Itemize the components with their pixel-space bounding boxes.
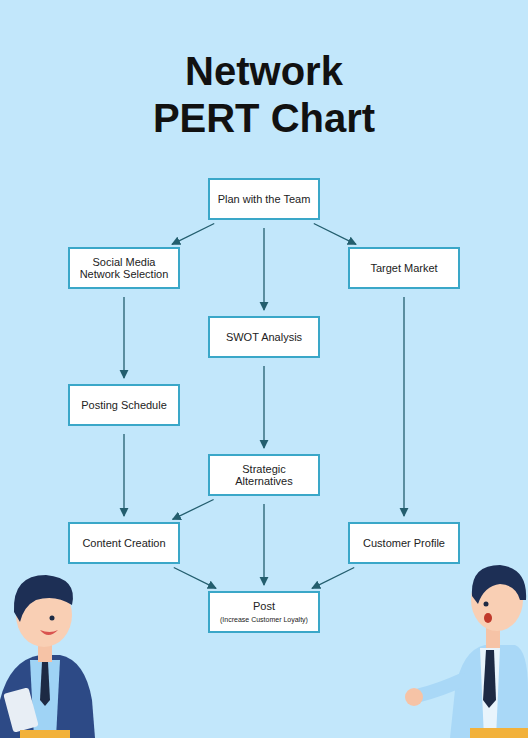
box-label: Strategic Alternatives xyxy=(215,463,313,487)
process-box: Target Market xyxy=(348,247,460,289)
box-label: Post xyxy=(253,600,275,612)
box-label: Content Creation xyxy=(82,537,165,549)
arrow-connector xyxy=(263,504,264,585)
process-box: Posting Schedule xyxy=(68,384,180,426)
arrow-connector xyxy=(172,224,214,245)
process-box: Post (Increase Customer Loyalty) xyxy=(208,591,320,633)
arrow-connector xyxy=(123,297,124,378)
process-box: Strategic Alternatives xyxy=(208,454,320,496)
box-label: Social Media Network Selection xyxy=(75,256,173,280)
chart-title: Network PERT Chart xyxy=(139,48,389,142)
process-box: Social Media Network Selection xyxy=(68,247,180,289)
arrow-connector xyxy=(263,366,264,448)
box-label: Plan with the Team xyxy=(218,193,311,205)
box-label: SWOT Analysis xyxy=(226,331,302,343)
process-box: SWOT Analysis xyxy=(208,316,320,358)
person-right xyxy=(405,565,528,738)
arrow-connector xyxy=(403,297,404,516)
arrow-connector xyxy=(123,434,124,516)
arrow-connector xyxy=(263,228,264,310)
process-box: Plan with the Team xyxy=(208,178,320,220)
arrow-connector xyxy=(312,568,354,589)
arrow-connector xyxy=(173,499,214,519)
process-box: Content Creation xyxy=(68,522,180,564)
arrow-connector xyxy=(314,224,356,245)
person-left xyxy=(0,575,95,738)
box-label: Posting Schedule xyxy=(81,399,167,411)
arrow-connector xyxy=(174,568,216,589)
box-label: Target Market xyxy=(370,262,437,274)
box-note: (Increase Customer Loyalty) xyxy=(220,615,308,624)
process-box: Customer Profile xyxy=(348,522,460,564)
box-label: Customer Profile xyxy=(363,537,445,549)
